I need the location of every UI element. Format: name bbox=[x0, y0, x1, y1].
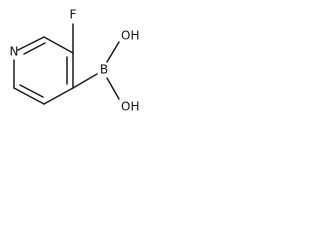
bond-b-oh-top bbox=[106, 41, 120, 63]
boron-label: B bbox=[100, 63, 108, 77]
bond-c5-c6-inner bbox=[19, 84, 44, 98]
structure-diagram: N F B OH OH bbox=[10, 8, 140, 114]
bond-n-c2-inner bbox=[23, 42, 46, 55]
bond-b-oh-bottom bbox=[106, 77, 120, 100]
hydroxyl-top-label: OH bbox=[121, 29, 139, 43]
bond-c4-b bbox=[72, 73, 98, 89]
pyridine-ring bbox=[13, 36, 74, 105]
fluorine-label: F bbox=[70, 8, 77, 22]
bond-c5-c6 bbox=[13, 87, 45, 105]
hydroxyl-bottom-label: OH bbox=[121, 100, 139, 114]
bond-c4-c5 bbox=[43, 87, 74, 105]
bond-n-c2 bbox=[17, 36, 45, 51]
bond-c2-c3 bbox=[43, 36, 74, 54]
nitrogen-label: N bbox=[10, 45, 19, 59]
